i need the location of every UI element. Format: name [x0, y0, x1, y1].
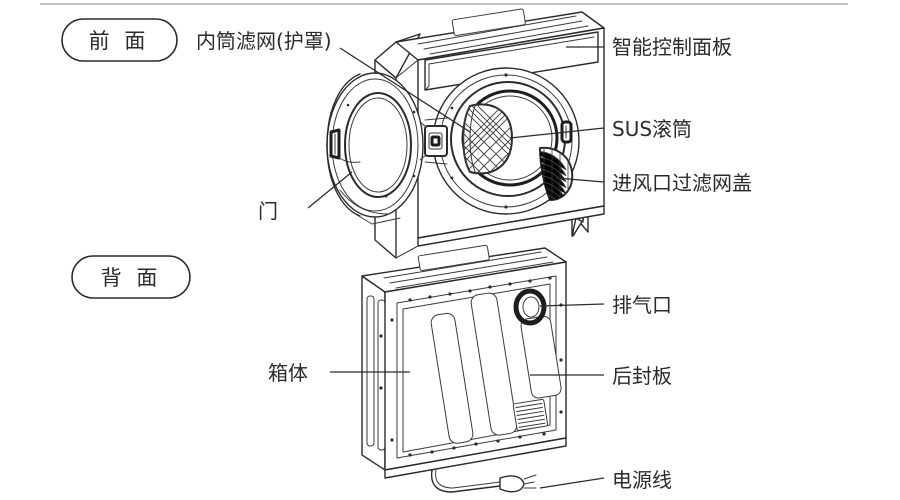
- exhaust-port-hole: [522, 296, 540, 318]
- label-inner-drum-filter: 内筒滤网(护罩): [196, 29, 332, 53]
- back-leader-lines: [330, 303, 605, 489]
- back-vent-grille: [512, 398, 549, 431]
- mesh-filter-rib: [469, 103, 477, 175]
- leader-air-inlet-filter: [555, 177, 605, 183]
- exhaust-port: [513, 288, 547, 326]
- back-top-line-3: [395, 261, 554, 289]
- door-skirt: [339, 189, 389, 215]
- door-handle-inner-edge: [338, 157, 361, 163]
- door-assembly: [326, 72, 448, 225]
- control-panel: [424, 31, 599, 91]
- back-vent-slot-2: [377, 299, 386, 451]
- cabinet-top-line-3: [429, 25, 589, 55]
- bezel-screw-bottom: [504, 205, 508, 209]
- control-panel-left-edge: [424, 63, 430, 91]
- back-bottom-corner: [361, 454, 386, 471]
- front-view-drawing: [326, 8, 605, 259]
- cabinet-bottom-left: [374, 239, 397, 259]
- leader-door: [307, 171, 353, 209]
- door-bottom-bracket: [351, 211, 401, 225]
- label-power-cord: 电源线: [612, 468, 672, 492]
- back-view-title: 背 面: [101, 266, 162, 290]
- cabinet-bottom-corner: [395, 245, 419, 259]
- hinge-pin: [430, 135, 441, 147]
- label-cabinet: 箱体: [268, 361, 308, 385]
- back-top-inset-panel: [417, 244, 490, 272]
- back-panel-slot-1: [430, 312, 474, 444]
- front-leader-lines: [307, 46, 605, 209]
- back-recess-outline-2: [402, 283, 551, 453]
- leader-sus-drum: [509, 127, 605, 139]
- back-bottom-edge: [384, 437, 567, 479]
- hinge-top-arm: [424, 117, 448, 121]
- door-glass-window: [344, 92, 412, 198]
- power-plug-body: [499, 475, 525, 493]
- hinge-connector-top: [419, 121, 426, 127]
- back-view-pill-badge: 背 面: [71, 255, 191, 299]
- back-pill-shape: [71, 255, 191, 299]
- hinge-bottom-arm: [424, 161, 448, 165]
- power-plug-prong-3: [523, 481, 535, 485]
- leader-power-cord: [539, 477, 605, 489]
- cabinet-top-line-2: [423, 20, 583, 50]
- leader-inner-drum-filter: [339, 47, 471, 133]
- label-exhaust-port: 排气口: [612, 293, 672, 317]
- cabinet-top-line-1: [417, 15, 577, 45]
- back-side-screw-2: [379, 386, 383, 390]
- exhaust-port-ring: [513, 288, 547, 326]
- door-screw-2: [346, 103, 350, 107]
- power-cord: [430, 469, 537, 493]
- drum-opening: [432, 67, 580, 215]
- back-top-line-2: [389, 256, 548, 284]
- front-pill-shape: [61, 18, 178, 62]
- power-cord-cable-outer: [430, 469, 501, 493]
- label-sus-drum: SUS滚筒: [612, 117, 692, 141]
- back-view-drawing: [361, 244, 567, 493]
- label-rear-cover-plate: 后封板: [612, 364, 672, 388]
- label-control-panel: 智能控制面板: [612, 35, 732, 59]
- bezel-screw-tl: [450, 106, 454, 110]
- back-vent-slot-1: [366, 295, 375, 447]
- power-plug-prong-1: [523, 474, 537, 480]
- cabinet-bottom-edge: [417, 205, 605, 247]
- back-panel-slot-2: [470, 292, 518, 436]
- door-screw-4: [412, 174, 416, 178]
- bezel-screw-bl: [450, 176, 454, 180]
- back-side-screw-1: [379, 334, 383, 338]
- door-edge-upper: [326, 73, 361, 146]
- door-screw-3: [412, 110, 416, 114]
- door-glass-inner: [348, 97, 408, 193]
- door-hinge: [419, 117, 448, 165]
- label-door: 门: [258, 199, 278, 223]
- mesh-filter-left-edge: [462, 105, 471, 173]
- power-cord-cable-inner: [435, 469, 501, 489]
- control-panel-inner-line: [428, 36, 595, 65]
- front-view-title: 前 面: [89, 29, 150, 53]
- label-air-inlet-filter-cover: 进风口过滤网盖: [612, 171, 752, 195]
- cabinet-top-inset-panel: [451, 8, 526, 37]
- front-view-pill-badge: 前 面: [61, 18, 178, 62]
- hinge-connector-bottom: [419, 155, 426, 161]
- control-panel-face: [424, 31, 599, 91]
- door-screw-1: [384, 194, 388, 198]
- back-top-screw-row: [408, 276, 552, 302]
- rear-cover-plate: [520, 315, 562, 399]
- cabinet-corner-vertical: [395, 59, 419, 79]
- leader-exhaust-port: [539, 303, 605, 307]
- bezel-screw-top: [504, 73, 508, 77]
- back-top-line-1: [383, 251, 542, 279]
